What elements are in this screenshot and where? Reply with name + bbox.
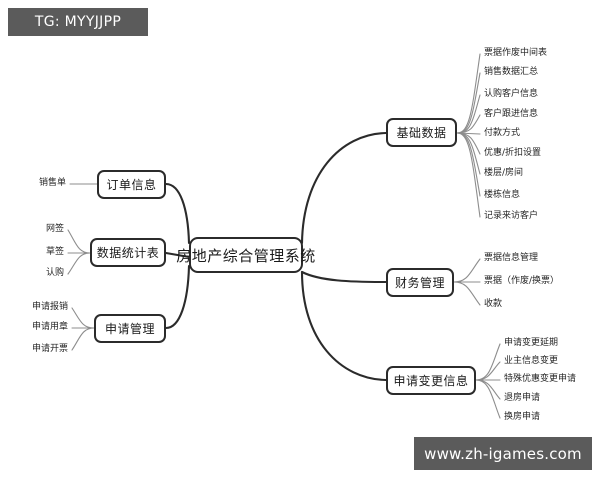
leaf-apply-mgmt-2[interactable]: 申请开票 xyxy=(31,344,68,354)
leaf-basic-data-3[interactable]: 客户跟进信息 xyxy=(484,109,539,119)
connector-root-to-apply-mgmt xyxy=(164,264,191,330)
leaf-apply-mgmt-1[interactable]: 申请用章 xyxy=(31,322,68,332)
root-node[interactable]: 房地产综合管理系统 xyxy=(176,237,315,273)
leaf-stats-2[interactable]: 认购 xyxy=(45,268,64,278)
leaf-change-request-2[interactable]: 特殊优惠变更申请 xyxy=(504,374,577,384)
branch-node-apply-mgmt-label: 申请管理 xyxy=(104,322,155,336)
leaf-change-request-0[interactable]: 申请变更延期 xyxy=(504,338,559,348)
leaf-basic-data-8[interactable]: 记录来访客户 xyxy=(484,211,539,221)
leaf-change-request-3[interactable]: 退房申请 xyxy=(504,393,541,403)
leaf-basic-data-2[interactable]: 认购客户信息 xyxy=(484,89,539,99)
branch-node-apply-mgmt[interactable]: 申请管理 xyxy=(94,314,166,343)
leaf-finance-1[interactable]: 票据（作废/换票） xyxy=(484,276,560,286)
leaf-basic-data-4[interactable]: 付款方式 xyxy=(484,128,521,138)
watermark-bottom-right-text: www.zh-igames.com xyxy=(424,444,582,463)
branch-node-stats[interactable]: 数据统计表 xyxy=(90,238,166,267)
watermark-bottom-right: www.zh-igames.com xyxy=(414,437,592,470)
connectors-finance-leaves xyxy=(453,258,481,306)
leaf-stats-1[interactable]: 草签 xyxy=(45,247,64,257)
branch-node-basic-data[interactable]: 基础数据 xyxy=(386,118,457,147)
connector-root-to-basic-data xyxy=(300,131,388,245)
branch-node-change-request-label: 申请变更信息 xyxy=(393,374,469,388)
connectors-stats-leaves xyxy=(67,229,91,275)
watermark-top-left: TG: MYYJJPP xyxy=(8,8,148,36)
branch-node-finance[interactable]: 财务管理 xyxy=(386,268,454,297)
branch-node-stats-label: 数据统计表 xyxy=(96,246,160,260)
connector-root-to-change-request xyxy=(300,270,388,382)
leaf-stats-0[interactable]: 网签 xyxy=(45,224,64,234)
leaf-basic-data-5[interactable]: 优惠/折扣设置 xyxy=(484,148,542,158)
leaf-order-info-0[interactable]: 销售单 xyxy=(38,178,66,188)
leaf-basic-data-7[interactable]: 楼栋信息 xyxy=(484,190,521,200)
branch-node-order-info-label: 订单信息 xyxy=(106,178,157,192)
leaf-basic-data-0[interactable]: 票据作废中间表 xyxy=(484,48,548,58)
connectors-apply-mgmt-leaves xyxy=(71,307,95,351)
leaf-change-request-4[interactable]: 换房申请 xyxy=(504,412,541,422)
connector-root-to-finance xyxy=(300,270,388,284)
branch-node-finance-label: 财务管理 xyxy=(394,276,445,290)
root-node-label: 房地产综合管理系统 xyxy=(176,246,316,265)
leaf-finance-2[interactable]: 收款 xyxy=(484,299,503,309)
leaf-basic-data-1[interactable]: 销售数据汇总 xyxy=(484,67,539,77)
leaf-finance-0[interactable]: 票据信息管理 xyxy=(484,253,539,263)
branch-node-basic-data-label: 基础数据 xyxy=(396,126,447,140)
watermark-top-left-text: TG: MYYJJPP xyxy=(34,14,122,30)
connector-root-to-order-info xyxy=(164,182,191,245)
leaf-change-request-1[interactable]: 业主信息变更 xyxy=(504,356,559,366)
branch-node-order-info[interactable]: 订单信息 xyxy=(97,170,166,199)
connectors-change-request-leaves xyxy=(475,343,501,419)
connectors-basic-data-leaves xyxy=(456,53,481,218)
leaf-basic-data-6[interactable]: 楼层/房间 xyxy=(484,168,524,178)
leaf-apply-mgmt-0[interactable]: 申请报销 xyxy=(31,302,68,312)
branch-node-change-request[interactable]: 申请变更信息 xyxy=(386,366,476,395)
